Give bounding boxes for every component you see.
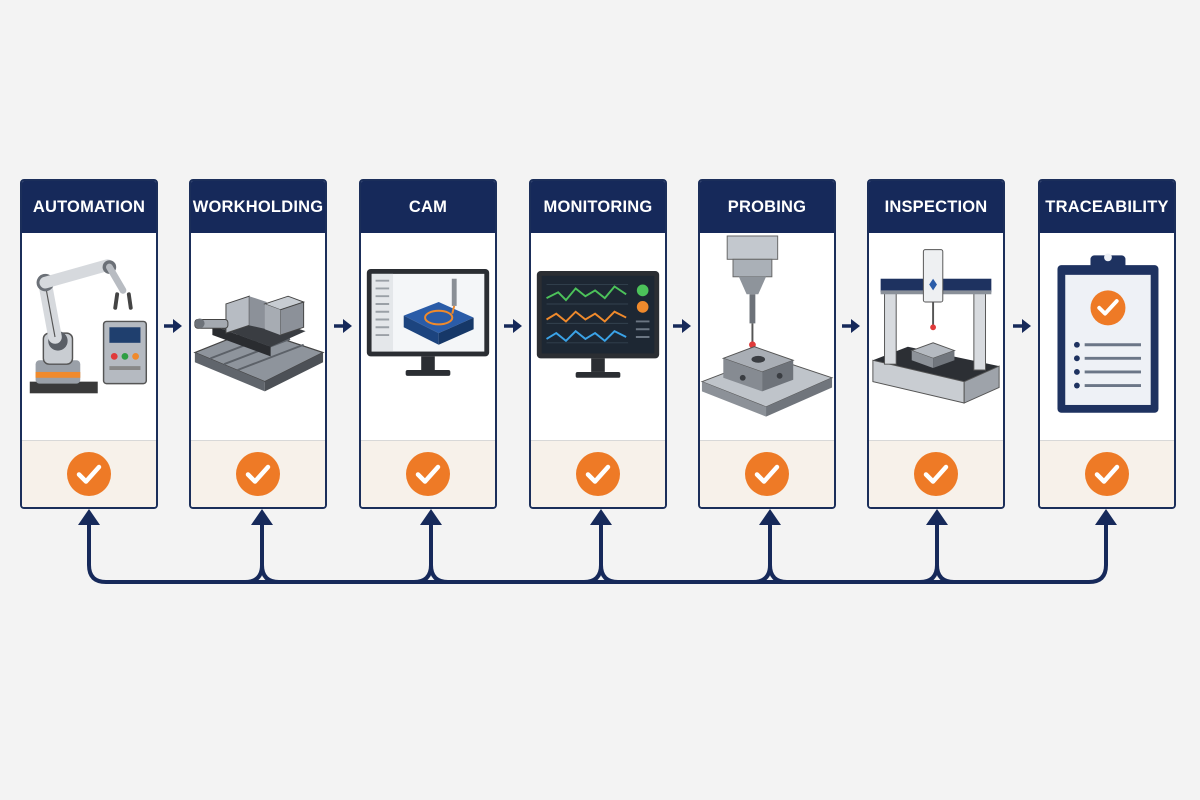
loop-arrowhead (926, 509, 948, 525)
stage-card-monitoring: MONITORING (529, 179, 667, 509)
stage-status (531, 441, 665, 507)
checkmark-icon (67, 452, 111, 496)
stage-card-traceability: TRACEABILITY (1038, 179, 1176, 509)
arrow-right-icon (334, 319, 352, 333)
machine-vise-icon (191, 233, 325, 441)
stage-title: PROBING (700, 181, 834, 233)
loop-arrowhead (590, 509, 612, 525)
stage-card-inspection: INSPECTION (867, 179, 1005, 509)
arrow-right-icon (164, 319, 182, 333)
stage-title: WORKHOLDING (191, 181, 325, 233)
stage-status (1040, 441, 1174, 507)
loop-arrowhead (420, 509, 442, 525)
checkmark-icon (914, 452, 958, 496)
cam-monitor-icon (361, 233, 495, 441)
stage-card-automation: AUTOMATION (20, 179, 158, 509)
spindle-probe-icon (700, 233, 834, 441)
stage-card-probing: PROBING (698, 179, 836, 509)
stage-title: CAM (361, 181, 495, 233)
stage-title: MONITORING (531, 181, 665, 233)
stage-status (22, 441, 156, 507)
monitoring-screen-icon (531, 233, 665, 441)
cmm-machine-icon (869, 233, 1003, 441)
checkmark-icon (745, 452, 789, 496)
loop-arrowhead (78, 509, 100, 525)
arrow-right-icon (673, 319, 691, 333)
stage-card-workholding: WORKHOLDING (189, 179, 327, 509)
loop-arrowhead (1095, 509, 1117, 525)
checkmark-icon (236, 452, 280, 496)
arrow-right-icon (842, 319, 860, 333)
clipboard-checklist-icon (1040, 233, 1174, 441)
checkmark-icon (406, 452, 450, 496)
stage-status (191, 441, 325, 507)
checkmark-icon (1085, 452, 1129, 496)
arrow-right-icon (1013, 319, 1031, 333)
stage-status (361, 441, 495, 507)
robot-arm-icon (22, 233, 156, 441)
stage-status (700, 441, 834, 507)
stage-status (869, 441, 1003, 507)
stage-title: TRACEABILITY (1040, 181, 1174, 233)
arrow-right-icon (504, 319, 522, 333)
checkmark-icon (576, 452, 620, 496)
stage-title: INSPECTION (869, 181, 1003, 233)
stage-card-cam: CAM (359, 179, 497, 509)
loop-arrowhead (759, 509, 781, 525)
loop-arrowhead (251, 509, 273, 525)
stage-title: AUTOMATION (22, 181, 156, 233)
